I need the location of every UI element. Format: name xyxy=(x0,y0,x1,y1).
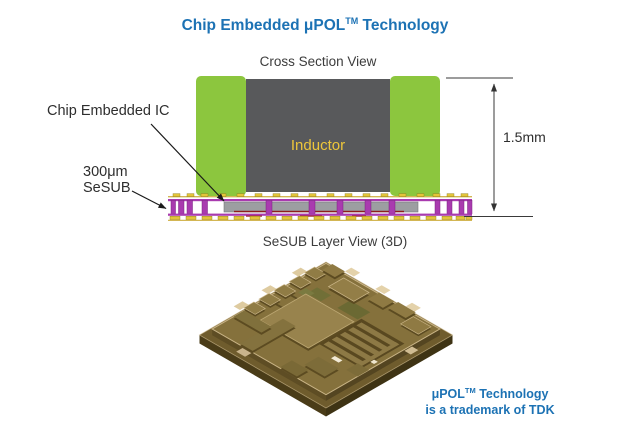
upper-board-side-left xyxy=(212,329,326,401)
upper-board-face xyxy=(211,262,441,396)
page-title: Chip Embedded μPOLTM Technology xyxy=(0,16,630,35)
sesub-pointer-arrow xyxy=(131,190,167,210)
trademark-line2: is a trademark of TDK xyxy=(425,403,555,418)
left-terminal xyxy=(196,76,246,196)
sesub-size-label: 300μm SeSUB xyxy=(83,164,131,196)
edge-pads-left xyxy=(243,266,327,317)
trademark-suffix: Technology xyxy=(475,387,549,402)
cross-section-view-label: Cross Section View xyxy=(259,54,377,69)
substrate-top-rail xyxy=(168,199,472,202)
title-suffix: Technology xyxy=(358,17,449,35)
edge-pads-top xyxy=(322,264,432,337)
trademark-line1: μPOLTM Technology xyxy=(414,383,566,402)
ic-pointer-arrow xyxy=(150,123,225,202)
chip-embedded-ic-label: Chip Embedded IC xyxy=(47,103,170,119)
chip-3d-render xyxy=(198,261,454,417)
right-terminal xyxy=(390,76,440,196)
title-product: μPOL xyxy=(303,17,346,35)
sesub-substrate xyxy=(168,193,473,221)
substrate-top-hairline xyxy=(168,196,472,198)
sesub-size-line2: SeSUB xyxy=(83,180,131,196)
board-side-left xyxy=(199,335,326,417)
solder-tabs xyxy=(233,267,421,357)
inductor-body xyxy=(246,79,390,192)
inductor-label: Inductor xyxy=(291,137,345,154)
sesub-size-line1: 300μm xyxy=(83,164,128,180)
trademark-note: μPOLTM Technology is a trademark of TDK xyxy=(414,383,566,418)
height-dimension-label: 1.5mm xyxy=(503,129,546,145)
substrate-bottom-hairline xyxy=(168,219,472,221)
dimension-line xyxy=(446,77,533,218)
trademark-product: μPOL xyxy=(431,387,465,402)
substrate-bottom-rail xyxy=(168,213,472,216)
ic-bond-line xyxy=(234,210,404,213)
cross-section-diagram: Inductor xyxy=(196,76,440,196)
trademark-tm-superscript: TM xyxy=(464,386,476,395)
title-tm-superscript: TM xyxy=(345,16,359,26)
sesub-layer-view-label: SeSUB Layer View (3D) xyxy=(262,234,408,249)
title-prefix: Chip Embedded xyxy=(181,17,304,35)
substrate-bottom-pads xyxy=(169,215,473,220)
board-side-right xyxy=(326,335,453,417)
